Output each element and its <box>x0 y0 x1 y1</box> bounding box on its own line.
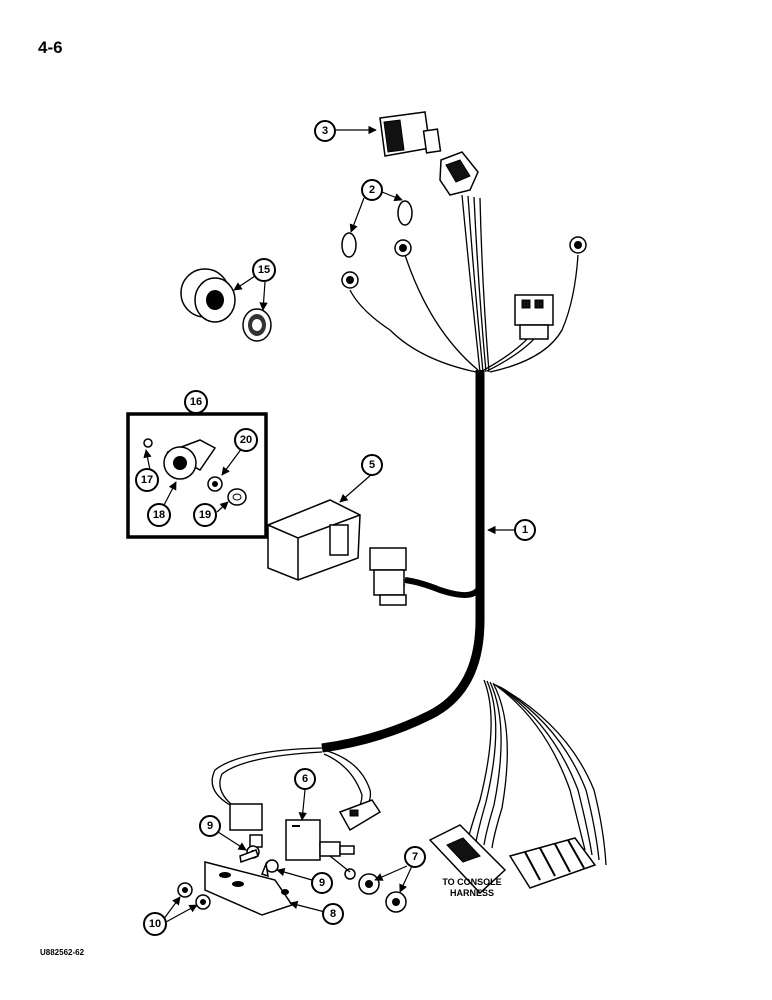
main-harness-trunk <box>321 370 485 753</box>
svg-text:9: 9 <box>319 877 325 889</box>
callout-3: 3 <box>314 120 336 142</box>
svg-text:1: 1 <box>522 524 528 536</box>
svg-text:2: 2 <box>369 184 375 196</box>
callout-18: 18 <box>147 503 171 527</box>
svg-text:16: 16 <box>190 396 202 408</box>
callout-10: 10 <box>143 912 167 936</box>
callout-9-upper: 9 <box>199 815 221 837</box>
console-harness-note: TO CONSOLE HARNESS <box>432 877 512 899</box>
bulbs-and-sockets <box>341 200 587 289</box>
callout-16: 16 <box>184 390 208 414</box>
brake-switch <box>285 819 356 880</box>
svg-text:7: 7 <box>412 851 418 863</box>
callout-1: 1 <box>514 519 536 541</box>
knob <box>180 268 272 342</box>
potentiometer-assembly <box>126 412 268 539</box>
console-connector-b <box>508 837 597 889</box>
callout-2: 2 <box>361 179 383 201</box>
callout-20: 20 <box>234 428 258 452</box>
callout-6: 6 <box>294 768 316 790</box>
note-line-1: TO CONSOLE <box>442 877 502 887</box>
console-connector-a <box>428 824 507 895</box>
svg-text:6: 6 <box>302 773 308 785</box>
callout-8: 8 <box>322 903 344 925</box>
callout-5: 5 <box>361 454 383 476</box>
svg-text:8: 8 <box>330 908 336 920</box>
callout-9-lower: 9 <box>311 872 333 894</box>
svg-text:20: 20 <box>240 434 252 446</box>
note-line-2: HARNESS <box>449 888 494 898</box>
svg-text:15: 15 <box>258 264 270 276</box>
svg-text:18: 18 <box>153 509 165 521</box>
callout-15: 15 <box>252 258 276 282</box>
callout-17: 17 <box>135 468 159 492</box>
mounting-bracket <box>204 861 294 916</box>
svg-text:9: 9 <box>207 820 213 832</box>
switch-connectors <box>229 799 382 848</box>
lower-wire-breakouts <box>467 679 607 866</box>
page-number: 4-6 <box>38 38 63 57</box>
svg-text:3: 3 <box>322 125 328 137</box>
svg-text:10: 10 <box>149 918 161 930</box>
svg-text:17: 17 <box>141 474 153 486</box>
harness-connector-mid <box>369 547 407 606</box>
relay-connector <box>514 294 554 340</box>
upper-wire-breakouts <box>349 194 579 373</box>
rocker-switch <box>379 111 479 196</box>
flasher-module <box>267 499 361 581</box>
callout-7: 7 <box>404 846 426 868</box>
callout-19: 19 <box>193 503 217 527</box>
bolts-and-nuts <box>177 845 407 913</box>
svg-text:5: 5 <box>369 459 375 471</box>
svg-text:19: 19 <box>199 509 211 521</box>
leader-lines <box>143 125 515 923</box>
figure-id: U882562-62 <box>40 948 85 957</box>
